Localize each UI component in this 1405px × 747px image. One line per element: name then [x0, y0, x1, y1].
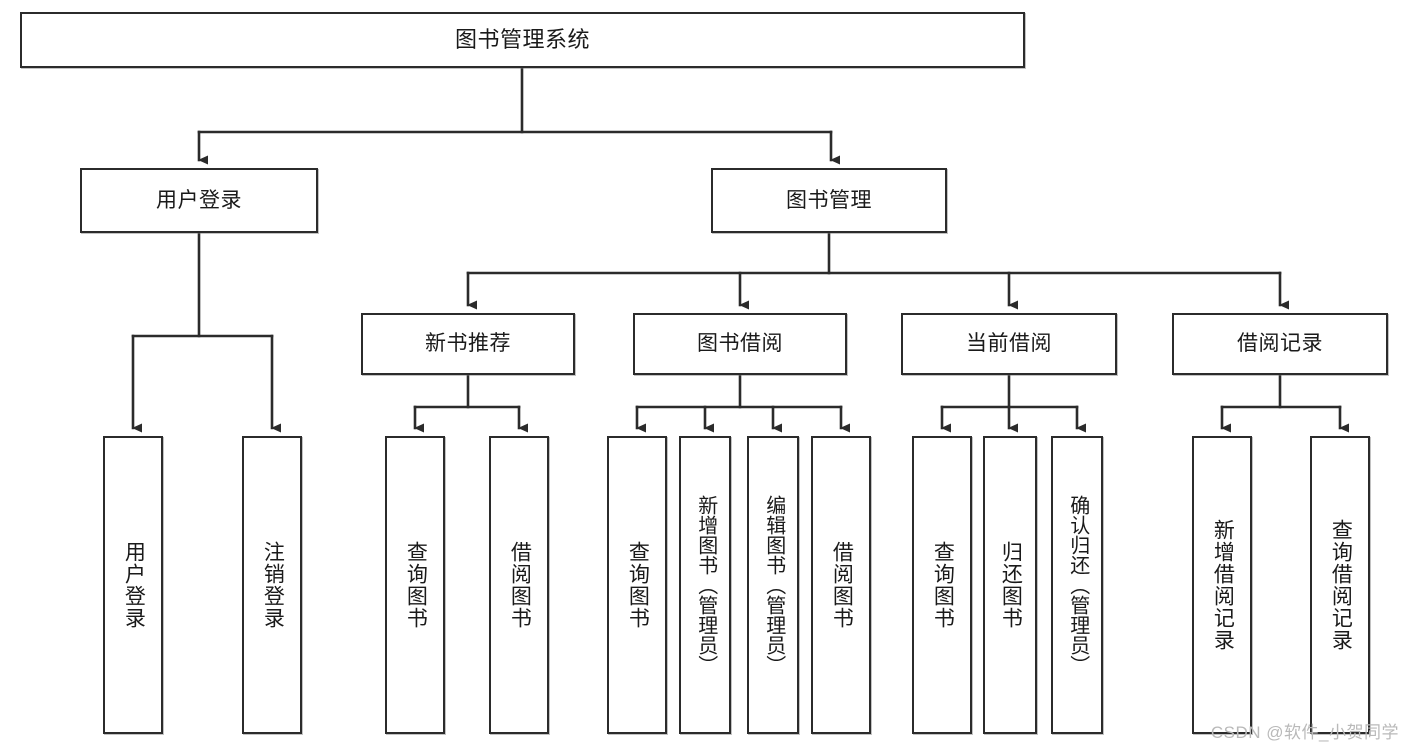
node-borrow-record[interactable]: 借阅记录 — [1172, 313, 1388, 375]
node-user-login-label: 用户登录 — [156, 188, 242, 212]
node-root-system[interactable]: 图书管理系统 — [20, 12, 1025, 68]
csdn-watermark: CSDN @软件_小贺同学 — [1210, 723, 1399, 742]
node-leaf-confirm-return[interactable]: 确认归还（管理员） — [1051, 436, 1103, 734]
node-leaf-query-book-1-label: 查询图书 — [404, 541, 428, 629]
node-root-system-label: 图书管理系统 — [454, 26, 590, 52]
node-book-manage[interactable]: 图书管理 — [711, 168, 947, 233]
node-leaf-query-book-3[interactable]: 查询图书 — [912, 436, 972, 734]
node-leaf-query-book-2[interactable]: 查询图书 — [607, 436, 667, 734]
node-leaf-borrow-book-2[interactable]: 借阅图书 — [811, 436, 871, 734]
node-leaf-user-login[interactable]: 用户登录 — [103, 436, 163, 734]
node-leaf-add-book[interactable]: 新增图书（管理员） — [679, 436, 731, 734]
node-leaf-add-record[interactable]: 新增借阅记录 — [1192, 436, 1252, 734]
node-leaf-edit-book[interactable]: 编辑图书（管理员） — [747, 436, 799, 734]
node-current-borrow-label: 当前借阅 — [966, 332, 1052, 356]
node-leaf-add-record-label: 新增借阅记录 — [1211, 519, 1235, 651]
node-leaf-add-book-label: 新增图书（管理员） — [694, 495, 717, 675]
node-leaf-query-book-3-label: 查询图书 — [931, 541, 955, 629]
node-book-borrow[interactable]: 图书借阅 — [633, 313, 847, 375]
node-leaf-borrow-book-1-label: 借阅图书 — [508, 541, 532, 629]
node-leaf-query-record[interactable]: 查询借阅记录 — [1310, 436, 1370, 734]
node-leaf-user-logout-label: 注销登录 — [261, 541, 285, 629]
node-leaf-borrow-book-1[interactable]: 借阅图书 — [489, 436, 549, 734]
node-leaf-return-book-label: 归还图书 — [999, 541, 1023, 629]
node-leaf-query-book-1[interactable]: 查询图书 — [385, 436, 445, 734]
node-book-manage-label: 图书管理 — [786, 188, 872, 212]
node-leaf-query-record-label: 查询借阅记录 — [1329, 519, 1353, 651]
node-leaf-borrow-book-2-label: 借阅图书 — [830, 541, 854, 629]
node-new-book-recommend[interactable]: 新书推荐 — [361, 313, 575, 375]
node-leaf-confirm-return-label: 确认归还（管理员） — [1066, 495, 1089, 675]
node-leaf-user-logout[interactable]: 注销登录 — [242, 436, 302, 734]
node-leaf-edit-book-label: 编辑图书（管理员） — [762, 495, 785, 675]
node-user-login[interactable]: 用户登录 — [80, 168, 318, 233]
node-book-borrow-label: 图书借阅 — [697, 332, 783, 356]
node-leaf-user-login-label: 用户登录 — [122, 541, 146, 629]
node-leaf-query-book-2-label: 查询图书 — [626, 541, 650, 629]
node-borrow-record-label: 借阅记录 — [1237, 332, 1323, 356]
node-new-book-recommend-label: 新书推荐 — [425, 332, 511, 356]
node-leaf-return-book[interactable]: 归还图书 — [983, 436, 1037, 734]
node-current-borrow[interactable]: 当前借阅 — [901, 313, 1117, 375]
